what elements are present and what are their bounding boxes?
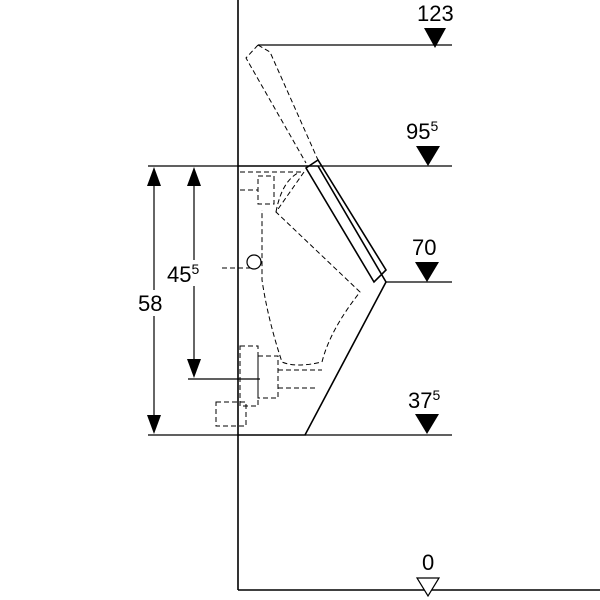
dim-label-58: 58: [138, 291, 162, 316]
dim-arrow-45-5-top: [187, 167, 201, 186]
drain-trap: [278, 369, 322, 389]
level-label-123: 123: [417, 1, 454, 26]
fixing-hole: [246, 254, 262, 270]
level-label-70: 70: [412, 235, 436, 260]
level-label-95-5: 955: [406, 118, 438, 144]
level-marker-70: [415, 262, 439, 282]
bowl-rim-contour: [275, 171, 301, 213]
dim-arrow-58-bottom: [147, 415, 161, 434]
level-marker-95-5: [416, 146, 440, 166]
dim-arrow-45-5-bottom: [187, 359, 201, 378]
level-label-37-5: 375: [408, 387, 440, 413]
level-marker-37-5: [415, 414, 439, 434]
bowl-inner-contour: [240, 171, 361, 366]
urinal-outline: [238, 165, 387, 436]
water-inlet-fitting: [257, 175, 275, 205]
drain-fitting: [257, 355, 279, 399]
drain-outlet-behind-wall: [215, 401, 247, 427]
drain-socket: [239, 345, 259, 407]
flush-cover-plate: [304, 158, 388, 284]
level-marker-123: [424, 28, 446, 48]
cover-raised-outline: [245, 44, 319, 164]
dim-arrow-58-top: [147, 167, 161, 186]
level-label-0: 0: [422, 550, 434, 575]
level-marker-0: [415, 577, 441, 598]
dim-label-45-5: 455: [167, 261, 199, 287]
